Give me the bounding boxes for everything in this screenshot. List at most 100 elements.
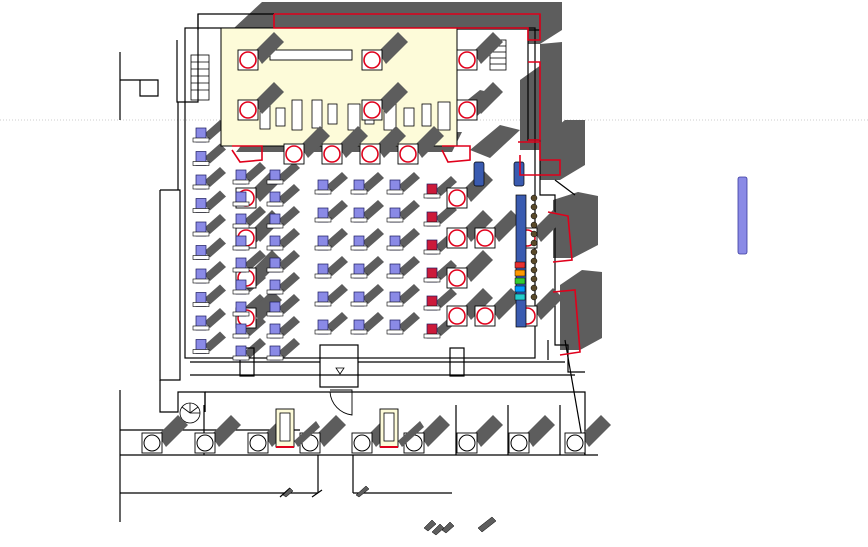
- seat-icon[interactable]: [192, 127, 210, 143]
- shadow-right-bay-1: [540, 120, 585, 180]
- seat-desk: [232, 311, 250, 317]
- seat-reserved-icon[interactable]: [423, 295, 441, 311]
- seat-shadow: [398, 256, 420, 276]
- seat-icon[interactable]: [350, 235, 368, 251]
- seat-icon[interactable]: [192, 268, 210, 284]
- stool-icon: [530, 194, 538, 202]
- seat-icon[interactable]: [192, 315, 210, 331]
- seat-icon[interactable]: [232, 279, 250, 295]
- seat-icon[interactable]: [350, 319, 368, 335]
- stool-icon: [530, 239, 538, 247]
- seat-icon[interactable]: [192, 174, 210, 190]
- seat-desk: [232, 245, 250, 251]
- seat-icon[interactable]: [192, 221, 210, 237]
- shadow-right-bay-2: [553, 192, 598, 258]
- pillar-shadow: [414, 126, 444, 158]
- seat-icon[interactable]: [192, 292, 210, 307]
- seat-icon[interactable]: [266, 323, 284, 339]
- pillars-layer: [141, 32, 611, 454]
- seat-reserved-icon[interactable]: [423, 183, 441, 199]
- seat-desk: [192, 161, 210, 166]
- seat-icon[interactable]: [232, 345, 250, 361]
- seat-icon[interactable]: [386, 319, 404, 335]
- pillar-column: [143, 434, 161, 452]
- seat-icon[interactable]: [266, 301, 284, 317]
- seat-desk: [232, 355, 250, 361]
- rack-slot-icon: [514, 293, 526, 301]
- seat-desk: [266, 355, 284, 361]
- seat-icon[interactable]: [232, 235, 250, 251]
- booth-inner: [383, 412, 395, 442]
- seat-icon[interactable]: [266, 235, 284, 251]
- seat-icon[interactable]: [314, 207, 332, 223]
- seat-icon[interactable]: [314, 179, 332, 195]
- seat-icon[interactable]: [192, 245, 210, 260]
- seat-reserved-icon[interactable]: [423, 267, 441, 283]
- seat-shadow: [362, 200, 384, 220]
- seat-icon[interactable]: [232, 257, 250, 273]
- rack-slot-icon: [514, 261, 526, 269]
- seat-icon[interactable]: [314, 291, 332, 307]
- seat-shadow: [398, 284, 420, 304]
- seat-icon[interactable]: [266, 257, 284, 273]
- pillar-shadow: [376, 126, 406, 158]
- pillar-icon: [397, 126, 444, 165]
- seat-icon[interactable]: [386, 179, 404, 195]
- seat-icon[interactable]: [386, 291, 404, 307]
- seat-icon[interactable]: [350, 207, 368, 223]
- seat-icon[interactable]: [314, 319, 332, 335]
- seat-shadow: [278, 250, 300, 270]
- seat-icon[interactable]: [232, 301, 250, 317]
- pillar-shadow: [463, 288, 493, 320]
- selection-right-bay-3: [552, 289, 581, 356]
- seat-icon[interactable]: [386, 263, 404, 279]
- seat-icon[interactable]: [386, 207, 404, 223]
- seat-icon[interactable]: [232, 323, 250, 339]
- pillar-column: [239, 51, 257, 69]
- pillar-shadow: [473, 32, 503, 64]
- seat-reserved-icon[interactable]: [423, 323, 441, 339]
- seat-icon[interactable]: [266, 169, 284, 185]
- seat-desk: [314, 329, 332, 335]
- booth-icon: [275, 408, 320, 448]
- seat-shadow: [244, 162, 266, 182]
- seat-icon[interactable]: [266, 191, 284, 207]
- shadow-right-bay-3: [560, 270, 602, 350]
- seat-desk: [423, 193, 441, 199]
- seat-icon[interactable]: [350, 263, 368, 279]
- selection-right-bay-2: [547, 211, 573, 263]
- seat-icon[interactable]: [266, 345, 284, 361]
- seat-icon[interactable]: [192, 151, 210, 166]
- seat-shadow: [204, 237, 226, 258]
- pillar-column: [448, 229, 466, 247]
- pillar-column: [196, 434, 214, 452]
- seat-desk: [314, 245, 332, 251]
- seats-layer[interactable]: [192, 127, 538, 361]
- seat-icon[interactable]: [266, 279, 284, 295]
- seat-desk: [314, 217, 332, 223]
- seat-icon[interactable]: [386, 235, 404, 251]
- seat-icon[interactable]: [314, 235, 332, 251]
- seat-icon[interactable]: [350, 291, 368, 307]
- pillar-icon: [194, 415, 241, 454]
- pillar-column: [239, 101, 257, 119]
- seat-icon[interactable]: [232, 191, 250, 207]
- seat-shadow: [362, 284, 384, 304]
- seat-icon[interactable]: [232, 169, 250, 185]
- seat-icon[interactable]: [314, 263, 332, 279]
- pillar-icon: [283, 126, 330, 165]
- pillar-shadow: [473, 415, 503, 447]
- seat-shadow: [204, 167, 226, 187]
- seat-reserved-icon[interactable]: [423, 239, 441, 255]
- seat-icon[interactable]: [192, 339, 210, 354]
- seat-desk: [232, 179, 250, 185]
- shadow-right-col-b: [470, 125, 520, 158]
- seat-icon[interactable]: [192, 198, 210, 213]
- seat-reserved-icon[interactable]: [423, 211, 441, 227]
- seat-icon[interactable]: [350, 179, 368, 195]
- seat-icon[interactable]: [232, 213, 250, 229]
- seat-icon[interactable]: [266, 213, 284, 229]
- stage-area[interactable]: [220, 27, 458, 147]
